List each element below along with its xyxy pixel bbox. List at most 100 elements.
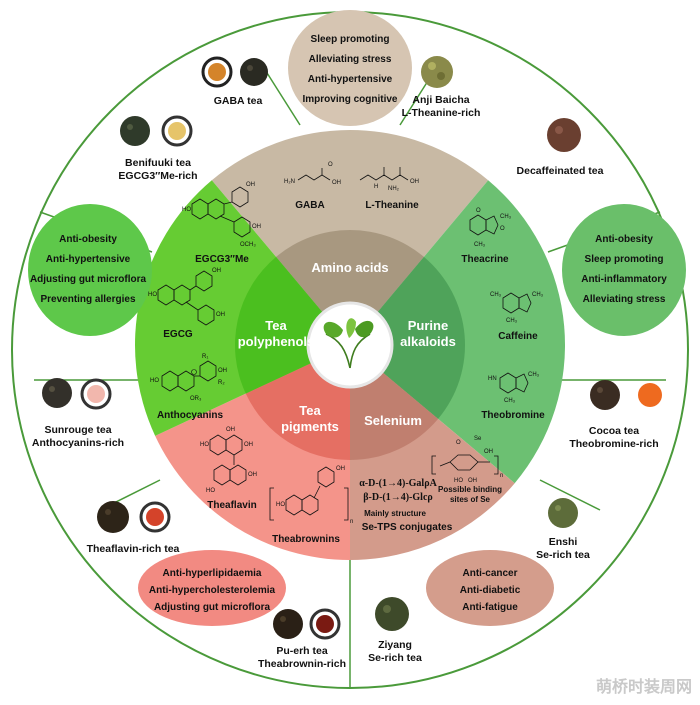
tea-cocoa-1: Cocoa tea bbox=[589, 425, 639, 437]
tea-puerh-1: Pu-erh tea bbox=[276, 645, 328, 657]
tea-puerh-2: Theabrownin-rich bbox=[258, 658, 346, 670]
inner-polyphenols bbox=[234, 256, 350, 394]
benefit-top-2: Anti-hypertensive bbox=[308, 74, 393, 85]
svg-text:HN: HN bbox=[488, 376, 497, 382]
benefit-top-1: Alleviating stress bbox=[309, 54, 392, 65]
benefit-bubble-bottom-left: Anti-hyperlipidaemia Anti-hypercholester… bbox=[138, 550, 286, 626]
svg-text:CH₃: CH₃ bbox=[474, 242, 486, 248]
benefit-br-2: Anti-fatigue bbox=[462, 602, 518, 613]
center-circle bbox=[306, 301, 394, 389]
svg-text:OH: OH bbox=[218, 368, 227, 374]
svg-text:O: O bbox=[456, 440, 461, 446]
svg-text:OH: OH bbox=[216, 312, 225, 318]
svg-text:R₂: R₂ bbox=[218, 380, 225, 386]
compound-theaflavin: Theaflavin bbox=[207, 500, 256, 511]
tea-theaflavin: Theaflavin-rich tea bbox=[87, 543, 180, 555]
tea-ziyang-1: Ziyang bbox=[378, 639, 412, 651]
tea-cocoa-2: Theobromine-rich bbox=[569, 438, 658, 450]
benefit-bubble-right: Anti-obesity Sleep promoting Anti-inflam… bbox=[562, 204, 686, 336]
structure-egcg: HO OH OH bbox=[148, 268, 225, 326]
inner-purine bbox=[350, 256, 466, 419]
tea-anji-2: L-Theanine-rich bbox=[402, 107, 481, 119]
svg-text:R₁: R₁ bbox=[202, 354, 208, 360]
tea-benifuuki-2: EGCG3′′Me-rich bbox=[118, 170, 197, 182]
inner-amino bbox=[276, 229, 424, 345]
structure-caffeine: CH₃ CH₃ CH₃ bbox=[490, 292, 544, 324]
label-purine-1: Purine bbox=[408, 318, 448, 333]
svg-text:HO: HO bbox=[276, 502, 285, 508]
structure-theabrownins: n HO OH bbox=[269, 466, 353, 525]
benefit-bl-0: Anti-hyperlipidaemia bbox=[163, 568, 262, 579]
compound-theanine: L-Theanine bbox=[365, 200, 419, 211]
svg-text:O: O bbox=[328, 162, 333, 168]
benefit-top-0: Sleep promoting bbox=[311, 34, 390, 45]
structure-theobromine: HN CH₃ CH₃ bbox=[488, 372, 540, 404]
benefit-bl-1: Anti-hypercholesterolemia bbox=[149, 585, 276, 596]
structure-egcg3me: HO OH OH OCH₃ bbox=[182, 182, 261, 248]
svg-text:OR₃: OR₃ bbox=[190, 396, 202, 402]
tea-image-anji bbox=[421, 56, 453, 88]
tea-image-ziyang bbox=[375, 597, 409, 631]
benefit-left-1: Anti-hypertensive bbox=[46, 254, 131, 265]
watermark: 萌桥时装周网 bbox=[596, 677, 692, 696]
tea-image-decaf bbox=[547, 118, 581, 152]
tea-enshi-2: Se-rich tea bbox=[536, 549, 590, 561]
tea-benifuuki-1: Benifuuki tea bbox=[125, 157, 191, 169]
benefit-bubble-top: Sleep promoting Alleviating stress Anti-… bbox=[288, 10, 412, 126]
svg-text:OCH₃: OCH₃ bbox=[240, 242, 256, 248]
benefit-top-3: Improving cognitive bbox=[302, 94, 397, 105]
compound-se-line2: β-D-(1→4)-Glcρ bbox=[363, 492, 433, 503]
compound-se-line1: α-D-(1→4)-GalρA bbox=[359, 478, 437, 489]
tea-image-enshi bbox=[548, 498, 578, 528]
compound-caffeine: Caffeine bbox=[498, 331, 538, 342]
structure-theanine: H NH₂ OH bbox=[359, 167, 419, 192]
benefit-bl-2: Adjusting gut microflora bbox=[154, 602, 271, 613]
compound-se-mainly: Mainly structure bbox=[364, 509, 426, 518]
benefit-right-3: Alleviating stress bbox=[583, 294, 666, 305]
tea-sunrouge-2: Anthocyanins-rich bbox=[32, 437, 124, 449]
svg-text:H₂N: H₂N bbox=[284, 179, 295, 185]
structure-se-tps: n O Se OH HO OH bbox=[431, 436, 503, 484]
compound-se-binding-1: Possible binding bbox=[438, 485, 502, 494]
svg-text:O: O bbox=[500, 226, 505, 232]
svg-text:OH: OH bbox=[332, 180, 341, 186]
svg-text:H: H bbox=[374, 184, 378, 190]
svg-text:OH: OH bbox=[246, 182, 255, 188]
svg-text:OH: OH bbox=[410, 179, 419, 185]
svg-text:CH₃: CH₃ bbox=[532, 292, 544, 298]
svg-text:n: n bbox=[350, 519, 353, 525]
structure-theacrine: O CH₃ CH₃ O bbox=[469, 208, 512, 248]
compound-egcg3me: EGCG3′′Me bbox=[195, 254, 249, 265]
svg-text:OH: OH bbox=[212, 268, 221, 274]
tea-leaf-icon bbox=[323, 318, 374, 369]
svg-text:CH₃: CH₃ bbox=[490, 292, 502, 298]
benefit-right-1: Sleep promoting bbox=[585, 254, 664, 265]
compound-theobromine: Theobromine bbox=[481, 410, 545, 421]
compound-se-tps: Se-TPS conjugates bbox=[362, 522, 453, 533]
compound-anthocyanins: Anthocyanins bbox=[157, 410, 224, 421]
svg-text:OH: OH bbox=[468, 478, 477, 484]
svg-text:CH₃: CH₃ bbox=[504, 398, 516, 404]
svg-text:NH₂: NH₂ bbox=[388, 186, 400, 192]
tea-ziyang-2: Se-rich tea bbox=[368, 652, 422, 664]
tea-anji-1: Anji Baicha bbox=[412, 94, 469, 106]
tea-image-theaflavin bbox=[97, 501, 171, 533]
benefit-right-0: Anti-obesity bbox=[595, 234, 653, 245]
tea-image-cocoa bbox=[590, 380, 662, 410]
benefit-right-2: Anti-inflammatory bbox=[581, 274, 667, 285]
svg-text:OH: OH bbox=[252, 224, 261, 230]
tea-image-sunrouge bbox=[42, 378, 112, 410]
structure-theaflavin: OH OH HO OH HO bbox=[200, 427, 257, 494]
svg-text:OH: OH bbox=[226, 427, 235, 433]
structure-gaba: H₂N O OH bbox=[284, 162, 341, 186]
compound-theacrine: Theacrine bbox=[461, 254, 509, 265]
benefit-left-2: Adjusting gut microflora bbox=[30, 274, 147, 285]
svg-text:O: O bbox=[476, 208, 481, 214]
compound-se-binding-2: sites of Se bbox=[450, 495, 491, 504]
label-tea-pigments-2: pigments bbox=[281, 419, 339, 434]
svg-text:HO: HO bbox=[454, 478, 463, 484]
label-tea-polyphenols-1: Tea bbox=[265, 318, 287, 333]
svg-text:CH₃: CH₃ bbox=[528, 372, 540, 378]
